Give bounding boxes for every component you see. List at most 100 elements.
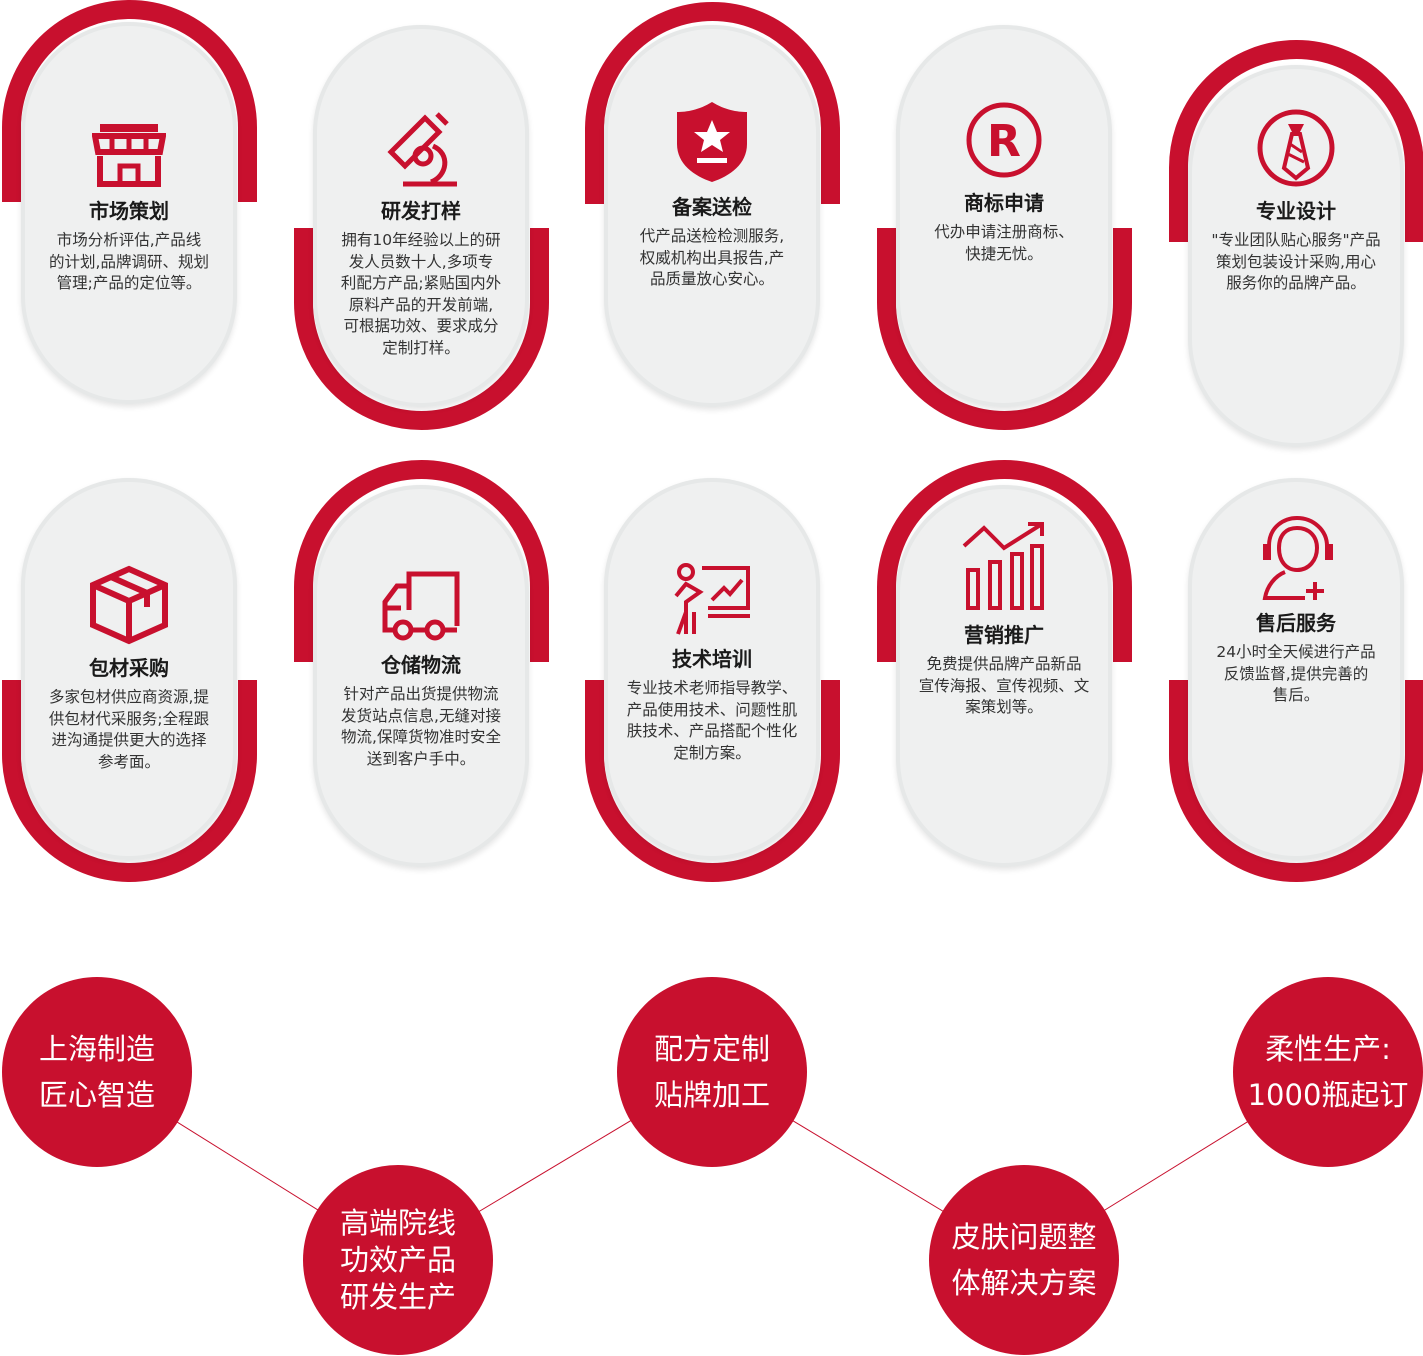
red-arc-decoration	[294, 228, 549, 430]
service-title: 研发打样	[381, 199, 461, 223]
service-title: 仓储物流	[381, 653, 461, 677]
necktie-icon	[1196, 108, 1396, 192]
service-title: 营销推广	[964, 623, 1044, 647]
description-line: 拥有10年经验以上的研	[341, 231, 501, 249]
service-card-content: R 商标申请代办申请注册商标、快捷无忧。	[904, 100, 1104, 265]
highlight-text: 皮肤问题整	[951, 1220, 1097, 1254]
delivery-truck-icon	[321, 570, 521, 646]
description-line: 物流,保障货物准时安全	[341, 728, 501, 746]
service-title: 技术培训	[672, 647, 752, 671]
service-title: 专业设计	[1256, 199, 1336, 223]
service-title: 商标申请	[964, 191, 1044, 215]
description-line: 针对产品出货提供物流	[343, 685, 499, 703]
service-card	[604, 25, 820, 407]
service-card-content: 专业设计 "专业团队贴心服务"产品策划包装设计采购,用心服务你的品牌产品。	[1196, 108, 1396, 295]
description-line: "专业团队贴心服务"产品	[1211, 231, 1381, 249]
description-line: 发人员数十人,多项专	[348, 252, 494, 271]
service-description: 24小时全天候进行产品反馈监督,提供完善的售后。	[1196, 642, 1396, 707]
description-line: 策划包装设计采购,用心	[1216, 252, 1376, 271]
service-card-content: 包材采购多家包材供应商资源,提供包材代采服务;全程跟进沟通提供更大的选择参考面。	[29, 565, 229, 773]
description-line: 进沟通提供更大的选择	[51, 731, 207, 749]
description-line: 24小时全天候进行产品	[1216, 643, 1376, 661]
highlight-text: 贴牌加工	[653, 1078, 770, 1112]
service-description: 免费提供品牌产品新品宣传海报、宣传视频、文案策划等。	[904, 654, 1104, 719]
description-line: 快捷无忧。	[965, 244, 1043, 263]
description-line: 多家包材供应商资源,提	[49, 688, 209, 706]
service-description: 市场分析评估,产品线的计划,品牌调研、规划管理;产品的定位等。	[29, 230, 229, 295]
highlight-text: 上海制造	[38, 1032, 155, 1066]
highlight-text: 匠心智造	[38, 1078, 155, 1112]
description-line: 的计划,品牌调研、规划	[49, 252, 209, 271]
service-card	[1188, 478, 1404, 860]
red-arc-decoration	[585, 680, 840, 882]
service-description: 多家包材供应商资源,提供包材代采服务;全程跟进沟通提供更大的选择参考面。	[29, 687, 229, 773]
description-line: 品质量放心安心。	[649, 270, 774, 288]
package-box-icon	[29, 565, 229, 649]
svg-text:R: R	[987, 116, 1021, 167]
microscope-icon	[321, 112, 521, 192]
highlight-circle: 配方定制贴牌加工	[617, 977, 807, 1167]
red-arc-decoration	[294, 460, 549, 662]
service-card-content: 售后服务 24小时全天候进行产品反馈监督,提供完善的售后。	[1196, 515, 1396, 707]
red-arc-decoration	[585, 2, 840, 204]
description-line: 发货站点信息,无缝对接	[341, 706, 501, 725]
service-title: 售后服务	[1256, 611, 1336, 635]
highlight-text: 功效产品	[339, 1242, 456, 1277]
service-card-content: 营销推广免费提供品牌产品新品宣传海报、宣传视频、文案策划等。	[904, 522, 1104, 719]
highlight-circle: 高端院线功效产品研发生产	[303, 1165, 493, 1355]
service-title: 包材采购	[89, 656, 169, 680]
shield-star-icon	[612, 100, 812, 188]
description-line: 肤技术、产品搭配个性化	[626, 722, 798, 740]
service-card	[313, 485, 529, 867]
description-line: 定制方案。	[673, 743, 751, 762]
service-card	[604, 478, 820, 860]
red-arc-decoration	[877, 228, 1132, 430]
registered-trademark-icon: R	[904, 100, 1104, 184]
service-description: "专业团队贴心服务"产品策划包装设计采购,用心服务你的品牌产品。	[1196, 230, 1396, 295]
service-description: 代产品送检检测服务, 权威机构出具报告,产品质量放心安心。	[612, 226, 812, 291]
service-title: 市场策划	[89, 199, 169, 223]
highlight-text: 体解决方案	[951, 1266, 1097, 1300]
description-line: 可根据功效、要求成分	[343, 317, 499, 335]
description-line: 反馈监督,提供完善的	[1223, 664, 1369, 683]
description-line: 宣传海报、宣传视频、文	[918, 676, 1090, 695]
description-line: 市场分析评估,产品线	[56, 231, 202, 249]
highlight-text: 柔性生产:	[1265, 1032, 1391, 1066]
red-arc-decoration	[2, 0, 257, 202]
highlight-text: 研发生产	[339, 1279, 456, 1314]
growth-chart-icon	[904, 522, 1104, 616]
description-line: 送到客户手中。	[366, 749, 476, 768]
red-arc-decoration	[1169, 40, 1423, 242]
red-arc-decoration	[877, 460, 1132, 662]
service-card-content: 仓储物流针对产品出货提供物流发货站点信息,无缝对接物流,保障货物准时安全送到客户…	[321, 570, 521, 770]
description-line: 参考面。	[97, 752, 160, 771]
service-description: 针对产品出货提供物流发货站点信息,无缝对接物流,保障货物准时安全送到客户手中。	[321, 684, 521, 770]
description-line: 管理;产品的定位等。	[56, 274, 202, 292]
service-card	[896, 25, 1112, 407]
service-card	[21, 22, 237, 404]
description-line: 代产品送检检测服务,	[639, 227, 785, 245]
description-line: 服务你的品牌产品。	[1226, 274, 1366, 292]
service-description: 代办申请注册商标、快捷无忧。	[904, 222, 1104, 265]
description-line: 原料产品的开发前端,	[348, 295, 494, 314]
service-description: 专业技术老师指导教学、产品使用技术、问题性肌肤技术、产品搭配个性化定制方案。	[612, 678, 812, 764]
highlight-text: 高端院线	[339, 1205, 456, 1240]
teacher-board-icon	[612, 562, 812, 640]
description-line: 定制打样。	[382, 338, 460, 357]
highlight-text: 配方定制	[653, 1032, 770, 1066]
description-line: 供包材代采服务;全程跟	[48, 709, 210, 728]
highlight-text: 1000瓶起订	[1247, 1078, 1409, 1112]
customer-support-icon	[1196, 515, 1396, 604]
description-line: 代办申请注册商标、	[934, 223, 1074, 241]
service-card	[313, 25, 529, 407]
description-line: 权威机构出具报告,产	[639, 248, 785, 267]
service-card-content: 技术培训专业技术老师指导教学、产品使用技术、问题性肌肤技术、产品搭配个性化定制方…	[612, 562, 812, 764]
description-line: 专业技术老师指导教学、	[626, 679, 798, 697]
service-card-content: 市场策划市场分析评估,产品线的计划,品牌调研、规划管理;产品的定位等。	[29, 122, 229, 295]
highlight-circle: 上海制造匠心智造	[2, 977, 192, 1167]
highlight-circle: 柔性生产: 1000瓶起订	[1233, 977, 1423, 1167]
description-line: 免费提供品牌产品新品	[926, 655, 1082, 673]
red-arc-decoration	[2, 680, 257, 882]
service-description: 拥有10年经验以上的研发人员数十人,多项专利配方产品;紧贴国内外原料产品的开发前…	[321, 230, 521, 359]
red-arc-decoration	[1169, 680, 1423, 882]
